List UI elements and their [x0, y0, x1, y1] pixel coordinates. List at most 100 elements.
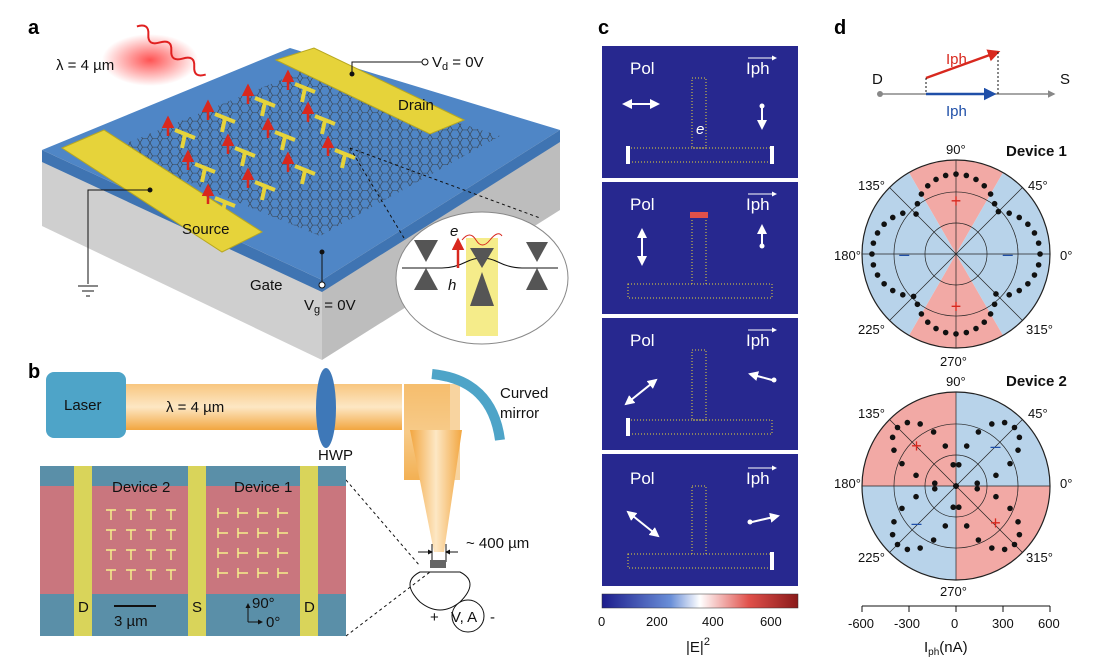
polar-data-point	[942, 443, 949, 449]
polar-data-point	[913, 472, 919, 479]
polar-sign: +	[911, 436, 922, 456]
focused-beam	[410, 430, 462, 552]
polar-data-point	[989, 421, 995, 427]
polar-sign: –	[912, 513, 922, 533]
polar-data-point	[924, 183, 931, 189]
polar-data-point	[1016, 531, 1023, 538]
polar-data-point	[989, 545, 995, 551]
polar-data-point	[899, 460, 905, 467]
polar-data-point	[974, 480, 981, 487]
polar-data-point	[1016, 434, 1023, 441]
polar-data-point	[917, 421, 923, 427]
polar-data-point	[995, 208, 1002, 215]
iph-vector-arrow	[925, 49, 1001, 80]
cbar-tick-200: 200	[646, 614, 668, 629]
polar-data-point	[913, 493, 919, 500]
cbar-tick-400: 400	[702, 614, 724, 629]
polar-data-point	[993, 472, 999, 479]
polar-data-point	[942, 329, 949, 336]
substrate-left-side	[42, 150, 322, 360]
p2-angle-0: 0°	[1060, 476, 1072, 491]
polar-data-point	[973, 176, 979, 183]
p2-angle-180: 180°	[834, 476, 861, 491]
polar-data-point	[891, 447, 897, 453]
x-axis-label: I	[924, 639, 928, 656]
polar-data-point	[889, 287, 896, 294]
polar-data-point	[963, 329, 970, 336]
polar-data-point	[950, 461, 957, 468]
p1-angle-90: 90°	[946, 142, 966, 157]
panel-d-label: d	[834, 17, 846, 39]
polar-data-point	[991, 200, 998, 207]
polar-data-point	[942, 523, 949, 529]
drain-contact	[274, 47, 466, 135]
sem-s: S	[192, 599, 202, 616]
electrode-d-left	[74, 466, 92, 636]
polar-data-point	[975, 429, 982, 435]
polar-data-point	[991, 301, 998, 308]
angle-90-label: 90°	[252, 595, 275, 612]
polar-data-point	[1016, 214, 1023, 221]
p2-angle-270: 270°	[940, 584, 967, 599]
polar-sign: –	[1003, 244, 1013, 264]
source-contact	[60, 129, 264, 253]
polar-data-point	[1015, 519, 1021, 525]
polar-data-point	[981, 319, 988, 325]
t-antenna-array	[174, 82, 356, 217]
polar-data-point	[950, 504, 957, 511]
polar-data-point	[953, 171, 959, 177]
ground-icon	[78, 285, 98, 297]
polar-data-point	[924, 319, 931, 325]
panel-b: b Laser λ = 4 µm HWP Curved mirror ~ 400…	[28, 361, 548, 637]
polar-data-point	[933, 325, 939, 332]
vd-terminal-icon	[421, 58, 429, 66]
p1-angle-135: 135°	[858, 178, 885, 193]
polar-data-point	[869, 251, 875, 257]
polar-data-point	[933, 176, 939, 183]
polar-data-point	[889, 531, 896, 538]
cbar-tick-600: 600	[760, 614, 782, 629]
dirac-cones	[414, 240, 548, 306]
source-label: Source	[182, 221, 230, 238]
polar-data-point	[1035, 262, 1042, 268]
light-wave-icon	[136, 24, 206, 77]
panel-c: c Pol Iph e Pol Iph	[598, 17, 799, 656]
polar-sign: +	[990, 513, 1001, 533]
laser-glow	[102, 34, 198, 86]
field-map-1: Pol Iph e	[602, 46, 798, 178]
polar-data-point	[914, 301, 921, 308]
scale-label: 3 µm	[114, 613, 148, 630]
vg-symbol: V	[304, 297, 314, 314]
svg-text:|E|2: |E|2	[686, 636, 710, 656]
panel-d: d D S Iph Iph Device 1 Device 2 ++–– +––…	[834, 17, 1072, 658]
polar-data-point	[1025, 221, 1031, 228]
cbar-label: |E|	[686, 639, 704, 656]
laser-box	[46, 372, 126, 438]
photocurrent-arrows	[161, 69, 335, 204]
drain-label: Drain	[398, 97, 434, 114]
meter-icon	[451, 599, 485, 633]
x-tick-m300: -300	[894, 616, 920, 631]
p2-angle-315: 315°	[1026, 550, 1053, 565]
sem-d-left: D	[78, 599, 89, 616]
schematic-source: S	[1060, 71, 1070, 88]
polar-data-point	[1037, 251, 1043, 257]
polar-data-point	[930, 537, 937, 543]
x-tick-600: 600	[1038, 616, 1060, 631]
svg-text:Iph: Iph	[746, 195, 770, 214]
schematic-drain: D	[872, 71, 883, 88]
cbar-tick-0: 0	[598, 614, 605, 629]
svg-text:e: e	[696, 121, 704, 138]
polar-data-point	[894, 424, 901, 431]
meter-label: V, A	[451, 609, 477, 626]
polar-data-point	[953, 483, 959, 489]
svg-text:Pol: Pol	[630, 59, 655, 78]
polar-sign: –	[899, 244, 909, 264]
polar-data-point	[1031, 272, 1038, 278]
laser-label: Laser	[64, 397, 102, 414]
wavelength-label: λ = 4 µm	[56, 57, 114, 74]
polar-sign: –	[990, 436, 1000, 456]
polar-data-point	[993, 291, 999, 297]
beam-wavelength-label: λ = 4 µm	[166, 399, 224, 416]
polar-data-point	[914, 200, 921, 207]
